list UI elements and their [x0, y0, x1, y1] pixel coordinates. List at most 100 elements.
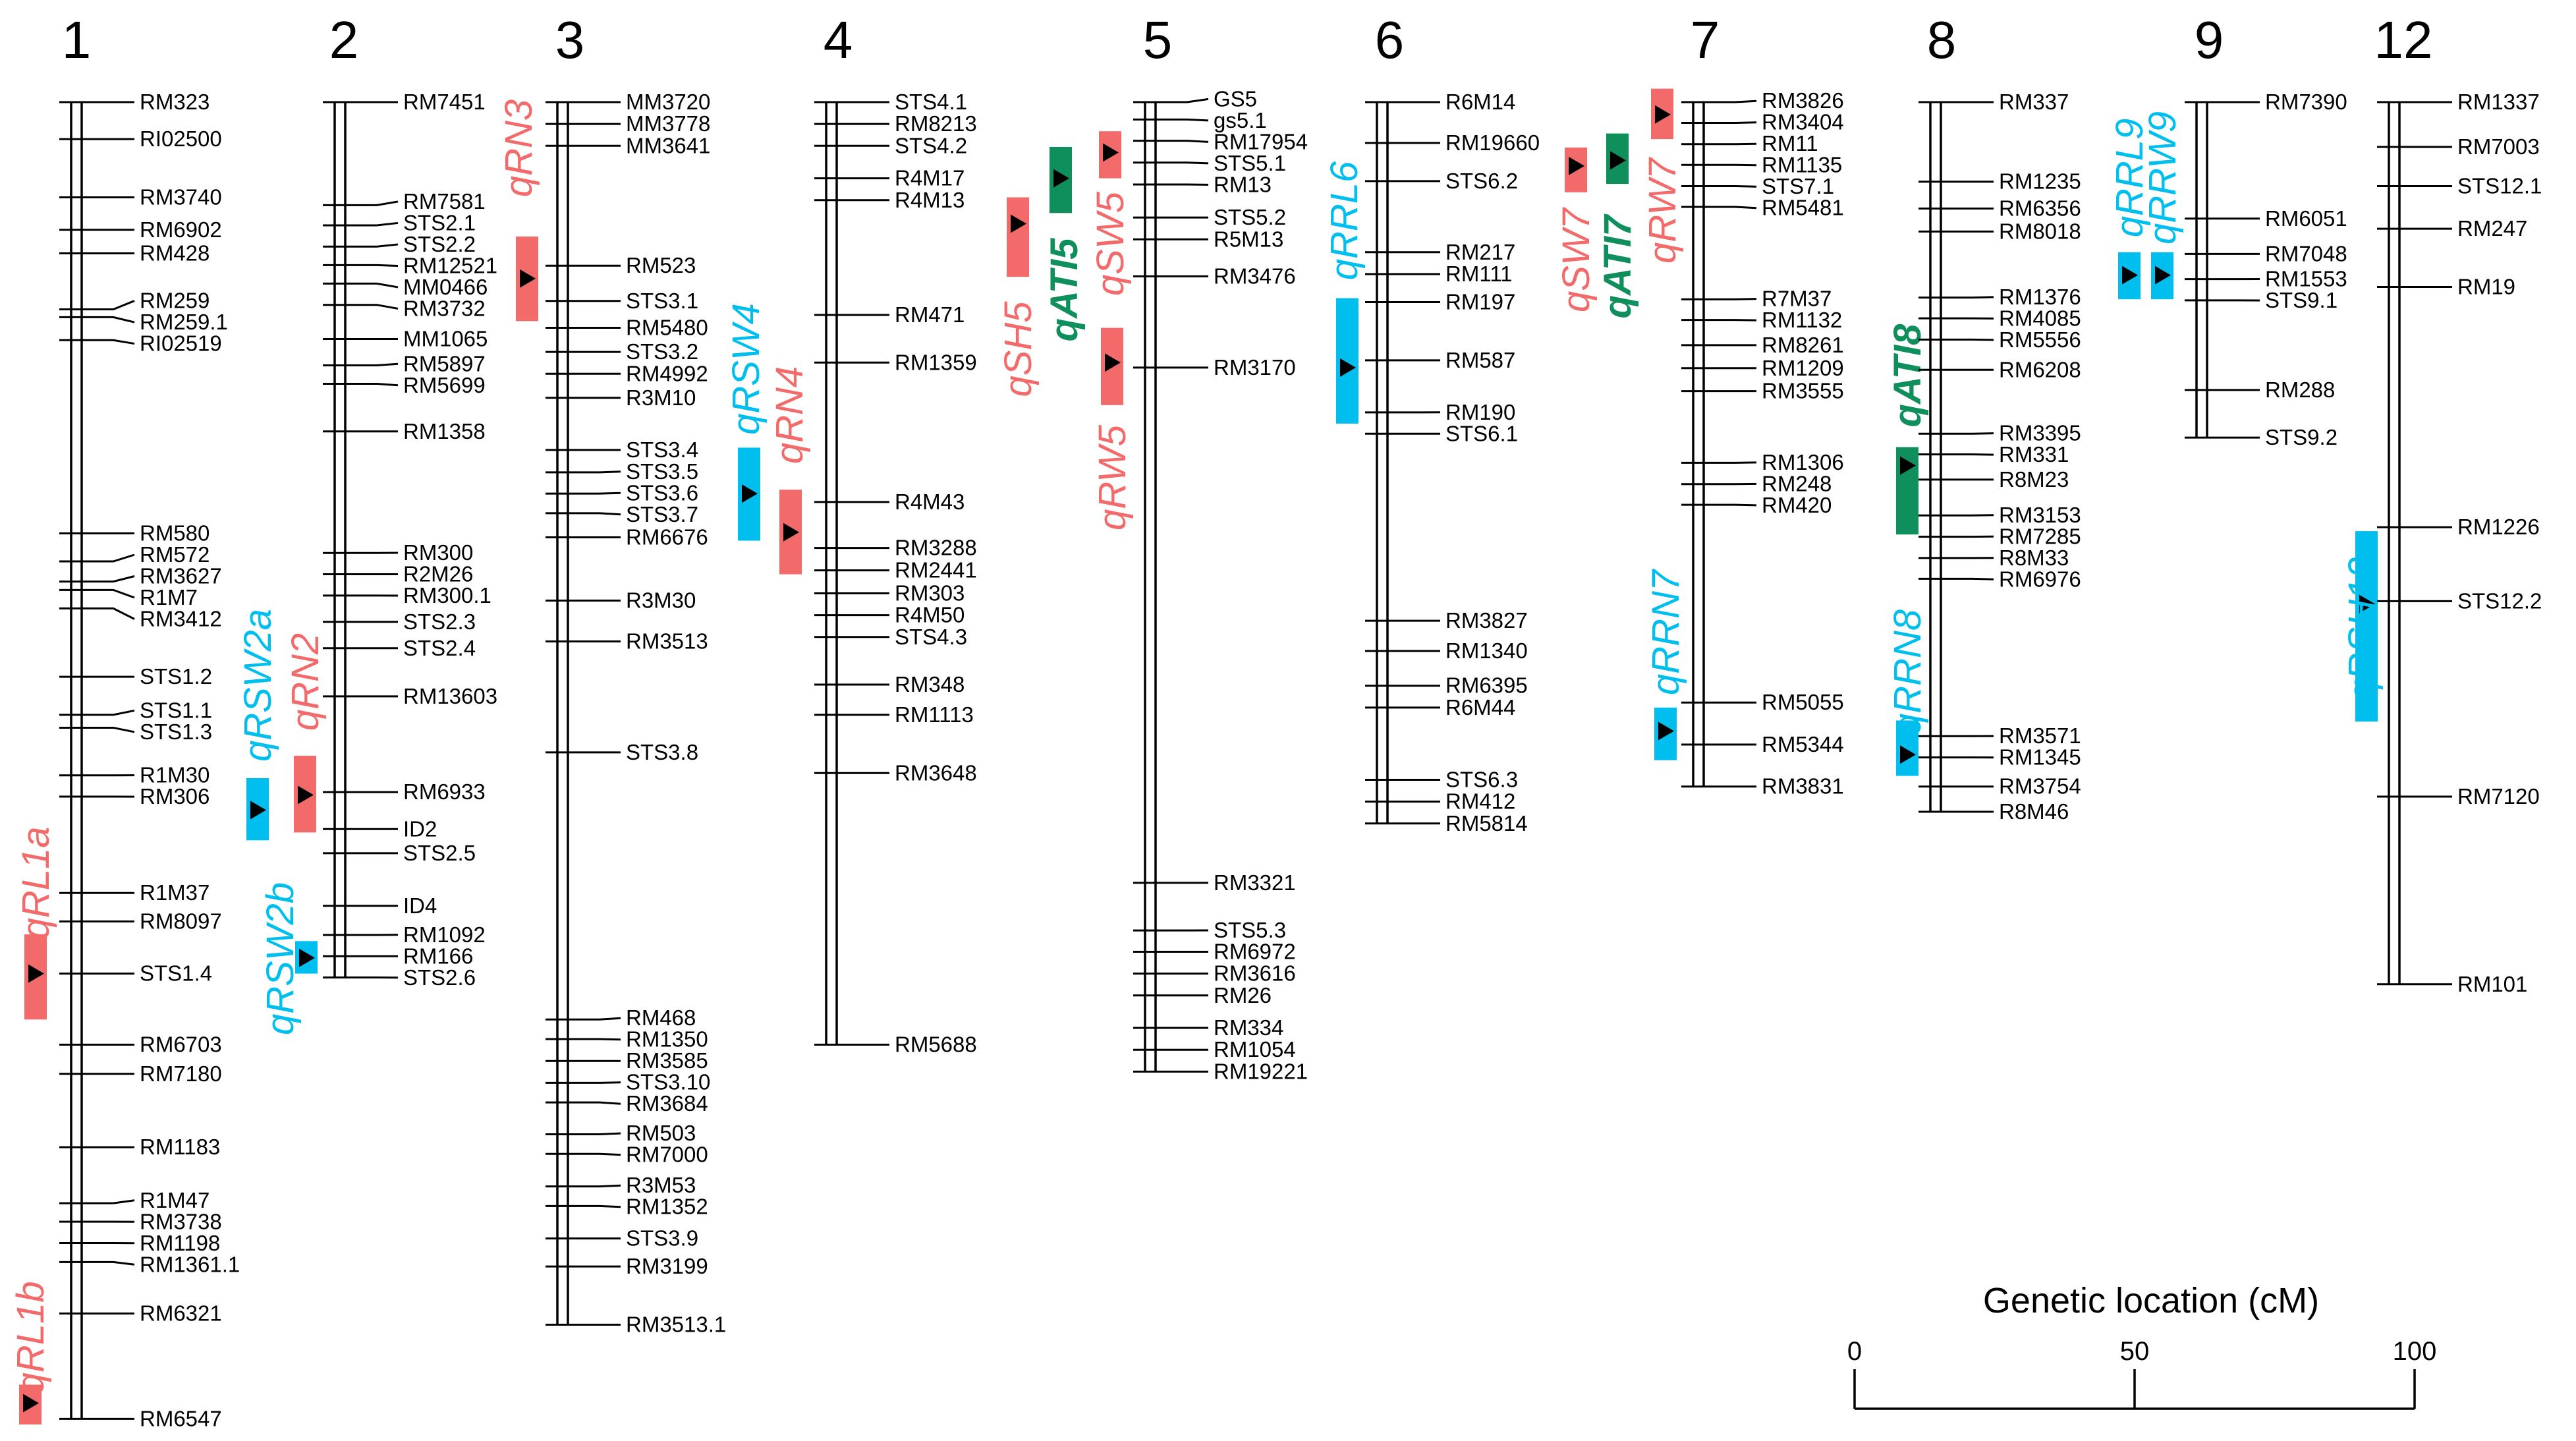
marker: STS12.1 — [2377, 174, 2542, 198]
marker-label: RM7120 — [2457, 784, 2540, 808]
marker-label: RM6972 — [1214, 940, 1296, 964]
marker-label: RM334 — [1214, 1015, 1283, 1040]
marker-label: STS3.10 — [626, 1070, 710, 1094]
qtl-qRSH12: qRSH12 — [2341, 531, 2384, 721]
marker: RM7451 — [323, 90, 486, 114]
qtl-qSH5: qSH5 — [997, 198, 1040, 397]
marker-label: RM1226 — [2457, 515, 2540, 539]
qtl-qSW5: qSW5 — [1089, 131, 1132, 296]
marker-leader — [95, 590, 134, 598]
marker-leader — [1717, 320, 1756, 321]
marker-label: RM587 — [1445, 348, 1515, 372]
marker-label: RM3404 — [1762, 110, 1844, 134]
marker: RM6208 — [1918, 357, 2081, 381]
marker-label: RM3648 — [895, 760, 977, 785]
chromosome-9: 9RM7390RM6051RM7048RM1553STS9.1RM288STS9… — [2185, 11, 2347, 449]
qtl-qRW7: qRW7 — [1641, 89, 1684, 264]
marker-label: RM5055 — [1762, 690, 1844, 714]
marker: RM1352 — [546, 1195, 708, 1219]
marker: RM3513 — [546, 629, 708, 654]
marker: RM3153 — [1918, 503, 2081, 527]
marker-label: RM247 — [2457, 216, 2527, 240]
marker-label: RM523 — [626, 253, 696, 277]
marker: RM3740 — [59, 185, 222, 210]
marker-leader — [581, 1133, 621, 1134]
marker-label: RM6356 — [1999, 196, 2081, 221]
marker: RM3738 — [59, 1209, 222, 1233]
chromosome-number: 3 — [555, 11, 585, 69]
marker-label: RM6208 — [1999, 357, 2081, 381]
marker-label: RM3754 — [1999, 774, 2081, 799]
marker: RM1183 — [59, 1135, 220, 1159]
marker-label: RM300.1 — [403, 583, 491, 607]
marker-label: RM5556 — [1999, 327, 2081, 352]
qtl-qRRN7: qRRN7 — [1644, 568, 1687, 760]
marker-label: STS1.1 — [140, 698, 212, 722]
marker: RM1553 — [2185, 267, 2347, 291]
marker-label: STS7.1 — [1762, 174, 1834, 198]
marker: RM12521 — [323, 253, 497, 277]
marker: RM6321 — [59, 1301, 222, 1326]
marker-leader — [358, 202, 398, 205]
marker-leader — [1169, 119, 1208, 121]
marker-label: RM17954 — [1214, 129, 1308, 154]
marker: RM1198 — [59, 1231, 220, 1255]
marker-leader — [358, 265, 398, 266]
marker-leader — [95, 1201, 134, 1203]
marker: MM0466 — [323, 275, 488, 299]
marker-label: RM3199 — [626, 1254, 708, 1278]
marker-label: STS12.2 — [2457, 588, 2542, 613]
marker-label: MM3720 — [626, 90, 710, 114]
marker-label: RM1359 — [895, 350, 977, 374]
chromosome-12: 12RM1337RM7003STS12.1RM247RM19RM1226STS1… — [2374, 11, 2542, 996]
qtl-interval-bar — [1896, 447, 1918, 535]
marker: RM3395 — [1918, 421, 2081, 445]
marker-leader — [1169, 99, 1208, 102]
qtl-qRW5: qRW5 — [1091, 328, 1134, 531]
qtl-label: qRL1b — [9, 1282, 52, 1394]
marker-label: RM5481 — [1762, 196, 1844, 220]
marker-label: STS3.9 — [626, 1226, 698, 1251]
marker-label: RM1376 — [1999, 285, 2081, 309]
marker-leader — [95, 301, 134, 310]
marker: STS12.2 — [2377, 588, 2542, 613]
qtl-label: qRRN8 — [1886, 609, 1929, 735]
marker-label: RM190 — [1445, 400, 1515, 424]
chromosome-6: 6R6M14RM19660STS6.2RM217RM111RM197RM587R… — [1365, 11, 1540, 835]
marker-label: RM5897 — [403, 351, 486, 376]
qtl-qRRL6: qRRL6 — [1323, 161, 1366, 424]
marker: RM5699 — [323, 373, 486, 397]
marker: RM1054 — [1133, 1037, 1296, 1061]
qtl-qRSW2a: qRSW2a — [237, 609, 279, 840]
marker: RM6972 — [1133, 940, 1296, 964]
marker-label: R6M44 — [1445, 695, 1515, 720]
marker-label: RM12521 — [403, 253, 497, 277]
chromosome-number: 9 — [2195, 11, 2224, 69]
marker: RM3684 — [546, 1091, 708, 1116]
marker-leader — [1954, 297, 1994, 298]
marker: RM8261 — [1681, 333, 1844, 357]
marker-label: RM6976 — [1999, 567, 2081, 591]
marker-label: R8M33 — [1999, 546, 2069, 570]
marker-label: RM3571 — [1999, 723, 2081, 748]
marker-label: RM6933 — [403, 779, 486, 804]
marker-label: RM348 — [895, 672, 965, 696]
marker-label: RM3513 — [626, 629, 708, 654]
marker-label: R4M17 — [895, 166, 965, 190]
marker-leader — [358, 244, 398, 246]
qtl-qRRN8: qRRN8 — [1886, 609, 1929, 776]
qtl-label: qSW7 — [1555, 206, 1598, 312]
marker: RM5344 — [1681, 732, 1844, 756]
marker-label: RM6051 — [2265, 206, 2347, 231]
qtl-label: qRW7 — [1641, 156, 1684, 264]
marker-label: RM248 — [1762, 471, 1832, 495]
marker-leader — [358, 364, 398, 365]
marker-label: R1M47 — [140, 1188, 210, 1212]
marker-label: MM3641 — [626, 133, 710, 157]
marker-label: RM7451 — [403, 90, 486, 114]
qtl-label: qRSW4 — [725, 303, 768, 435]
marker-label: RM7581 — [403, 189, 486, 213]
marker-label: RM1553 — [2265, 267, 2347, 291]
